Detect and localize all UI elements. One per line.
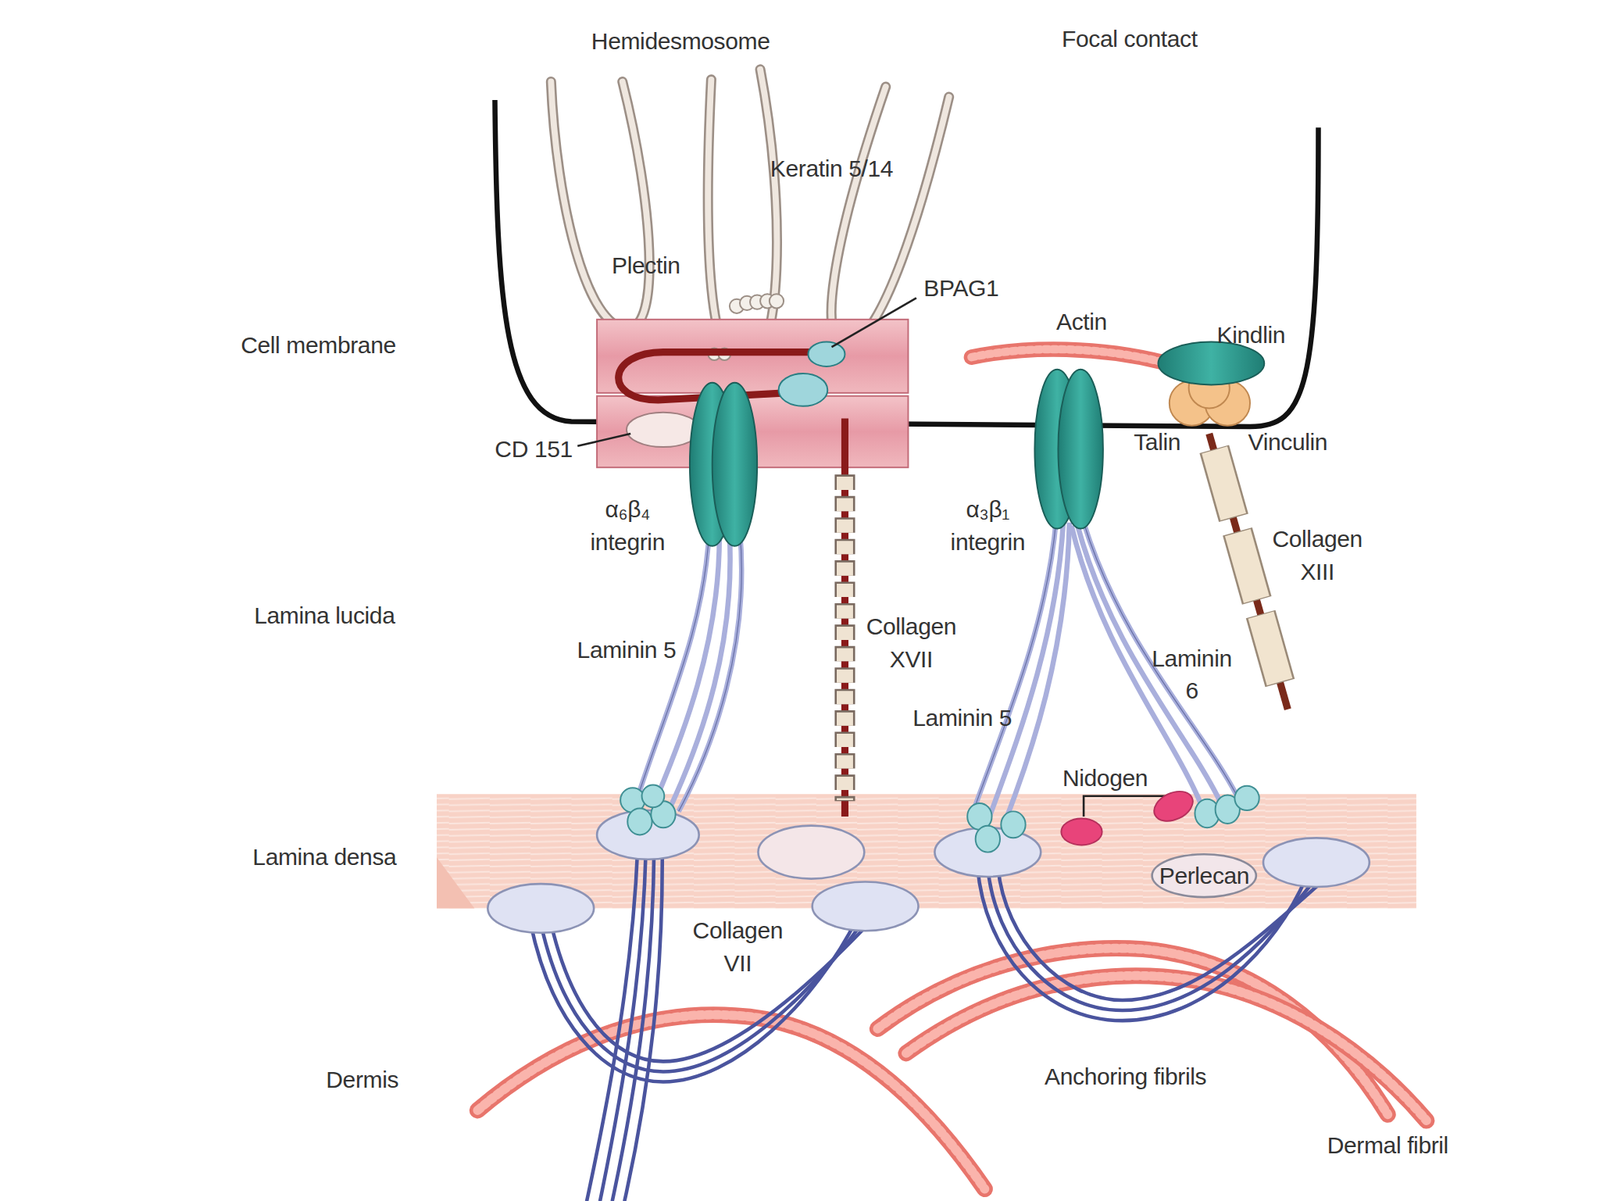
nidogen-protein (1149, 785, 1198, 827)
integrin (689, 382, 758, 547)
lamina-densa-band (436, 793, 1417, 908)
laminin-strands (971, 520, 1056, 817)
plectin-beads (769, 293, 784, 308)
part-label: Cell membrane (240, 328, 397, 361)
cd151-protein (626, 412, 700, 447)
cell-membrane (494, 100, 1318, 427)
part-label: Talin (1133, 425, 1181, 459)
actin-filament (971, 349, 1164, 363)
part-label: Actin (1056, 304, 1108, 338)
laminin-strands (634, 530, 742, 811)
laminin-strands (1005, 522, 1070, 822)
leader-line (831, 297, 916, 347)
collagen-vii-end (487, 810, 1369, 933)
laminin-strands (971, 520, 1240, 822)
part-label: Laminin 5 (577, 633, 677, 667)
integrin (1057, 369, 1103, 529)
part-label: Collagen XVII (860, 610, 963, 676)
part-label: Anchoring fibrils (1044, 1060, 1207, 1093)
lamina-densa-band (436, 857, 475, 908)
keratin-filament (831, 86, 950, 345)
collagen-vii-end (487, 883, 594, 933)
part-label: Hemidesmosome (591, 24, 771, 58)
perlecan-ellipse: Perlecan (1150, 853, 1258, 898)
bpag1-protein (778, 373, 829, 407)
laminin-globule (1000, 810, 1025, 838)
laminin-strands-outline (634, 530, 742, 811)
laminin-globule (1234, 785, 1259, 811)
nidogen-protein (1060, 785, 1198, 845)
laminin-globule (627, 807, 652, 835)
part-label: Vinculin (1248, 425, 1329, 459)
collagen-vii-strands (624, 846, 662, 1201)
nidogen-protein (1060, 818, 1102, 846)
part-label: Lamina densa (252, 840, 397, 874)
part-label: Plectin (611, 249, 680, 283)
lamina-densa-band (436, 793, 1417, 908)
actin-filament (971, 349, 1164, 363)
part-label: Dermis (325, 1063, 399, 1097)
part-label: Nidogen (1062, 760, 1148, 794)
collagen-xvii (834, 474, 855, 801)
laminin-strands-outline (971, 520, 1240, 817)
laminin-globule (975, 825, 1000, 853)
keratin-filament (550, 81, 650, 329)
actin-filament (971, 349, 1164, 363)
kindlin-protein (1157, 342, 1265, 386)
part-label: Collagen VII (686, 914, 790, 980)
laminin-strands-outline (1083, 522, 1240, 802)
keratin-filament (550, 81, 650, 329)
leader-line (577, 433, 631, 447)
laminin-strands-outline (634, 530, 709, 807)
integrin (712, 382, 758, 547)
collagen-vii-end (812, 881, 919, 931)
part-label: BPAG1 (923, 271, 999, 304)
laminin-strands-outline (971, 520, 1056, 817)
laminin-globule (642, 784, 665, 808)
part-label: Laminin 5 (912, 700, 1012, 734)
integrin (1034, 369, 1104, 529)
collagen-vii-end (1263, 837, 1370, 887)
bpag1-protein (778, 342, 846, 407)
keratin-filament (831, 86, 950, 345)
dermal-fibril (906, 975, 1427, 1121)
part-label: Dermal fibril (1327, 1128, 1449, 1161)
laminin-strands-outline (678, 530, 743, 811)
part-label: Keratin 5/14 (770, 151, 893, 185)
part-label: Lamina lucida (253, 599, 395, 633)
part-label: Laminin 6 (1146, 641, 1239, 708)
collagen-xvii (836, 475, 854, 800)
collagen-xvii (841, 418, 849, 817)
part-label: Kindlin (1217, 317, 1286, 351)
laminin-strands (678, 530, 743, 811)
collagen-vii-strands (612, 849, 655, 1201)
collagen-vii-strands (987, 867, 1317, 1011)
collagen-xvii (844, 418, 846, 817)
laminin-globule (620, 784, 1260, 852)
bpag1-protein (807, 342, 845, 367)
part-label: Focal contact (1061, 22, 1198, 56)
part-label: CD 151 (494, 432, 573, 466)
laminin-strands (1083, 522, 1240, 802)
part-label: Collagen XIII (1266, 521, 1369, 588)
part-label: α₃β₁ integrin (936, 492, 1040, 559)
dermal-fibril (477, 948, 1427, 1190)
dermal-fibril (906, 975, 1427, 1121)
part-label: α₆β₄ integrin (576, 492, 679, 559)
node-text: Perlecan (1159, 861, 1250, 890)
collagen-vii-end (757, 825, 865, 879)
collagen-vii-strands (530, 846, 1327, 1201)
